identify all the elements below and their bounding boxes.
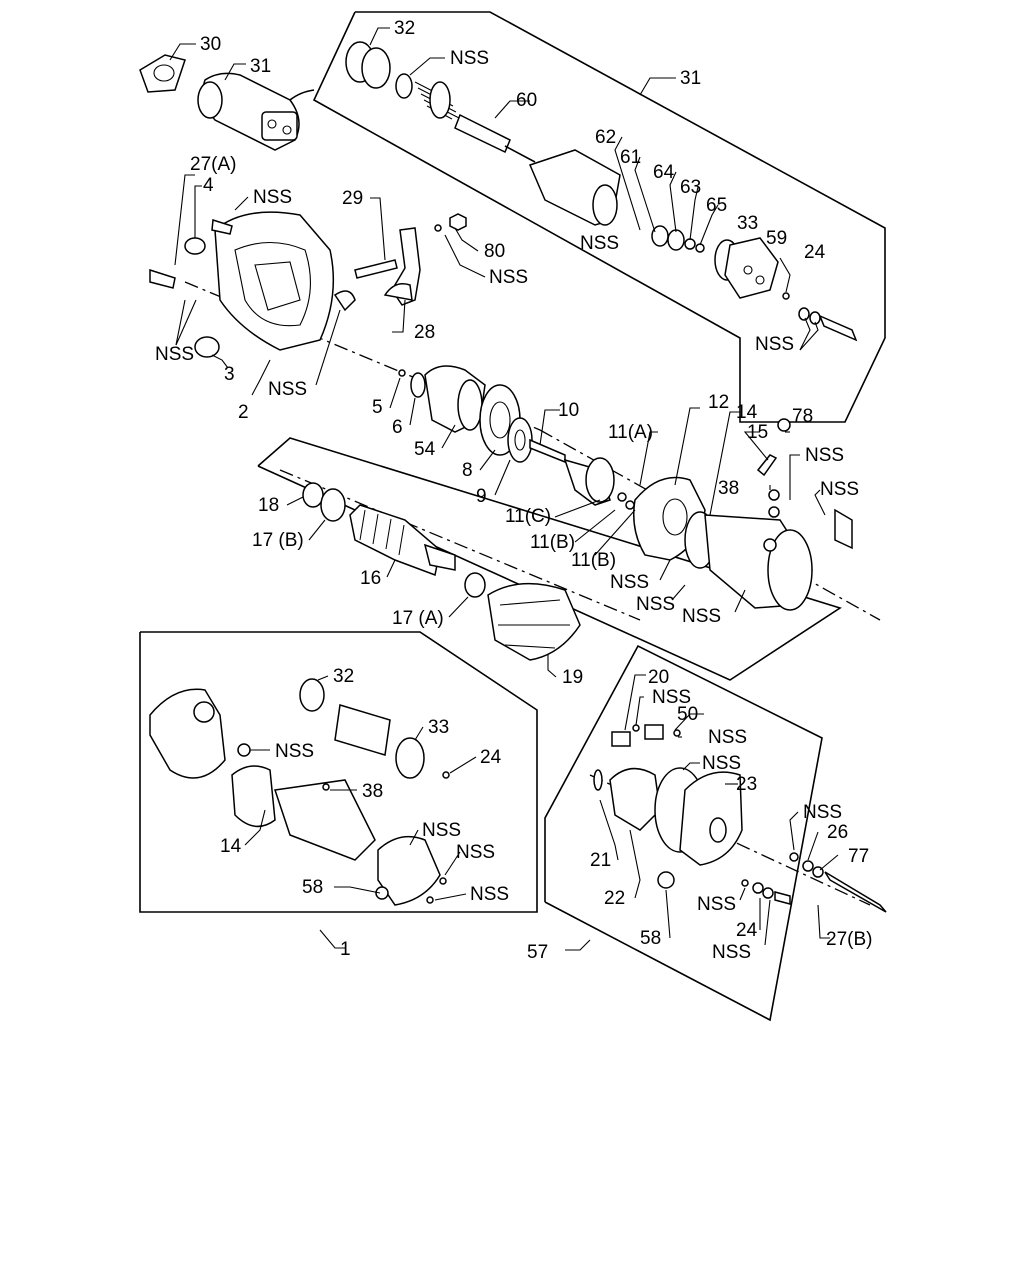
callout-59: 59 <box>766 228 787 249</box>
callout-6: 6 <box>392 417 403 438</box>
callout-20: 20 <box>648 667 669 688</box>
callout-32: 32 <box>394 18 415 39</box>
callout-nss: NSS <box>712 942 751 963</box>
callout-nss: NSS <box>470 884 509 905</box>
callout-9: 9 <box>476 486 487 507</box>
callout-31: 31 <box>250 56 271 77</box>
solenoid-internals <box>345 41 858 342</box>
callout-4: 4 <box>203 175 214 196</box>
callout-1: 1 <box>340 939 351 960</box>
shift-lever <box>354 213 467 306</box>
callout-58: 58 <box>302 877 323 898</box>
callout-15: 15 <box>747 422 768 443</box>
callout-nss: NSS <box>755 334 794 355</box>
callout-64: 64 <box>653 162 675 183</box>
callout-27a: 27(A) <box>190 154 236 175</box>
callout-62: 62 <box>595 127 616 148</box>
callout-nss: NSS <box>682 606 721 627</box>
callout-nss: NSS <box>253 187 292 208</box>
brush-holder <box>487 582 581 661</box>
callout-38: 38 <box>362 781 383 802</box>
callout-8: 8 <box>462 460 473 481</box>
callout-11c: 11(C) <box>505 506 551 527</box>
callout-29: 29 <box>342 188 363 209</box>
callout-nss: NSS <box>805 445 844 466</box>
callout-27b: 27(B) <box>826 929 872 950</box>
callout-nss: NSS <box>489 267 528 288</box>
callout-14: 14 <box>736 402 758 423</box>
callout-19: 19 <box>562 667 583 688</box>
callout-50: 50 <box>677 704 698 725</box>
callout-22: 22 <box>604 888 625 909</box>
callout-23: 23 <box>736 774 757 795</box>
callout-nss: NSS <box>610 572 649 593</box>
callout-77: 77 <box>848 846 869 867</box>
callout-nss: NSS <box>697 894 736 915</box>
callout-38: 38 <box>718 478 739 499</box>
callout-nss: NSS <box>422 820 461 841</box>
callout-28: 28 <box>414 322 435 343</box>
callout-nss: NSS <box>636 594 675 615</box>
callout-18: 18 <box>258 495 279 516</box>
yoke-field-frame <box>684 418 853 611</box>
callout-80: 80 <box>484 241 505 262</box>
callout-5: 5 <box>372 397 383 418</box>
assembly-57-outline <box>544 644 823 1022</box>
callout-nss: NSS <box>652 687 691 708</box>
callout-24: 24 <box>804 242 826 263</box>
callout-54: 54 <box>414 439 436 460</box>
callout-2: 2 <box>238 402 249 423</box>
callout-nss: NSS <box>450 48 489 69</box>
callout-21: 21 <box>590 850 611 871</box>
callout-12: 12 <box>708 392 729 413</box>
callout-17b: 17 (B) <box>252 530 304 551</box>
callout-3: 3 <box>224 364 235 385</box>
assembly-1-parts <box>149 678 450 906</box>
callout-63: 63 <box>680 177 701 198</box>
callout-10: 10 <box>558 400 579 421</box>
callout-24: 24 <box>736 920 758 941</box>
callout-32: 32 <box>333 666 354 687</box>
callout-58: 58 <box>640 928 661 949</box>
callout-nss: NSS <box>702 753 741 774</box>
callout-16: 16 <box>360 568 381 589</box>
drive-housing <box>149 211 356 358</box>
callout-61: 61 <box>620 147 641 168</box>
callout-31-group: 31 <box>680 68 701 89</box>
callout-33: 33 <box>737 213 758 234</box>
callout-60: 60 <box>516 90 537 111</box>
callout-nss: NSS <box>155 344 194 365</box>
callout-17a: 17 (A) <box>392 608 444 629</box>
pinion-clutch-group <box>398 365 566 464</box>
callout-78: 78 <box>792 406 813 427</box>
callout-30: 30 <box>200 34 221 55</box>
callout-nss: NSS <box>708 727 747 748</box>
callout-nss: NSS <box>456 842 495 863</box>
callout-24: 24 <box>480 747 502 768</box>
callout-57: 57 <box>527 942 548 963</box>
callout-33: 33 <box>428 717 449 738</box>
callout-11b: 11(B) <box>530 532 575 553</box>
assembly-1-outline <box>139 631 538 913</box>
callout-nss: NSS <box>803 802 842 823</box>
callout-labels: 30 31 32 NSS 60 31 27(A) 4 NSS 29 80 NSS… <box>155 18 872 963</box>
solenoid-assembly <box>139 54 315 151</box>
callout-14: 14 <box>220 836 242 857</box>
callout-nss: NSS <box>580 233 619 254</box>
callout-11b: 11(B) <box>571 550 616 571</box>
callout-nss: NSS <box>820 479 859 500</box>
callout-nss: NSS <box>268 379 307 400</box>
assembly-57-parts <box>593 724 887 913</box>
callout-nss: NSS <box>275 741 314 762</box>
leader-lines <box>169 27 839 951</box>
armature <box>302 482 486 598</box>
callout-65: 65 <box>706 195 727 216</box>
callout-11a: 11(A) <box>608 422 653 443</box>
solenoid-group-outline <box>312 11 886 423</box>
callout-26: 26 <box>827 822 848 843</box>
